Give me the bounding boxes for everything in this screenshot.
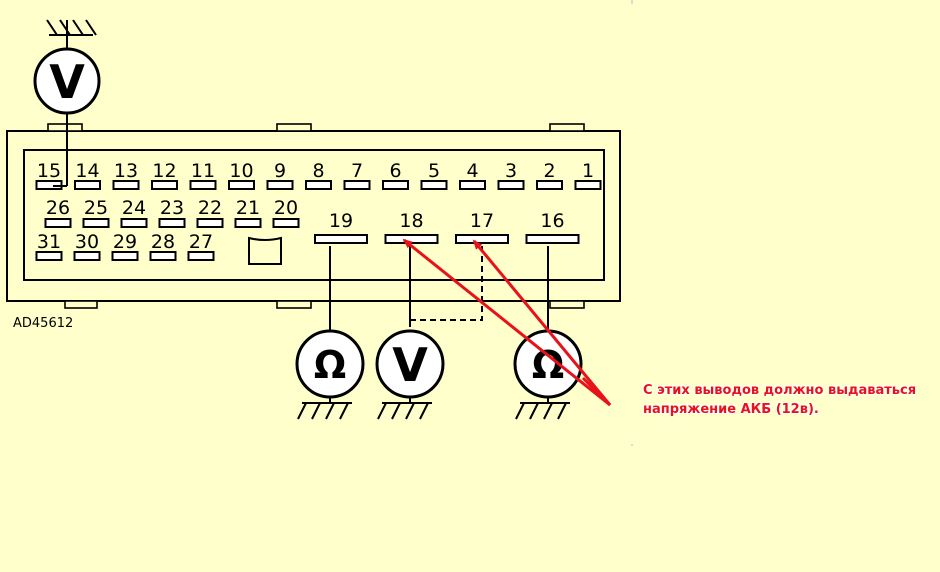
pin-slot xyxy=(44,218,72,228)
pin-slot xyxy=(536,180,563,190)
latch-tab xyxy=(276,300,312,309)
pin-slot xyxy=(384,234,439,244)
pin-label: 11 xyxy=(191,160,215,182)
connector-body xyxy=(6,123,621,309)
pin-slot xyxy=(525,234,580,244)
pin-slot xyxy=(382,180,409,190)
latch-tab xyxy=(276,123,312,132)
pin-row-3: 31 30 29 28 27 xyxy=(35,231,215,261)
pin-label: 8 xyxy=(312,160,324,182)
pin-label: 22 xyxy=(198,197,222,219)
pin-slot xyxy=(497,180,525,190)
pin-slot xyxy=(158,218,186,228)
pin-slot xyxy=(189,180,217,190)
meter-glyph: V xyxy=(49,55,85,109)
annotation-arrows xyxy=(402,238,612,407)
pin-slot xyxy=(73,251,101,261)
pin-slot xyxy=(314,234,368,244)
meter-glyph: V xyxy=(392,338,428,392)
pin-label: 27 xyxy=(189,231,213,253)
wires xyxy=(53,112,549,332)
pin-label: 18 xyxy=(399,210,423,232)
pin-slot xyxy=(343,180,371,190)
voltmeter-icon xyxy=(33,47,101,115)
latch-tab xyxy=(549,300,585,309)
pin-slot xyxy=(120,218,148,228)
pin-slot xyxy=(149,251,177,261)
latch-tab xyxy=(64,300,98,309)
pin-label: 12 xyxy=(152,160,176,182)
pin-slot xyxy=(455,234,509,244)
pin-label: 28 xyxy=(151,231,175,253)
pin-slot xyxy=(272,218,300,228)
pin-label: 24 xyxy=(122,197,146,219)
pin-label: 3 xyxy=(505,160,517,182)
pin-slot xyxy=(420,180,448,190)
pin-slot xyxy=(35,251,63,261)
pin-label: 13 xyxy=(114,160,138,182)
annotation-line-2: напряжение АКБ (12в). xyxy=(643,402,819,417)
pin-label: 16 xyxy=(540,210,564,232)
pin-row-large: 19 18 17 16 xyxy=(314,210,580,244)
pin-label: 26 xyxy=(46,197,70,219)
wire-pin17-dashed xyxy=(410,246,483,321)
diagram-code: AD45612 xyxy=(13,316,73,331)
pin-label: 25 xyxy=(84,197,108,219)
pin-slot xyxy=(228,180,255,190)
pin-slot xyxy=(459,180,486,190)
pin-slot xyxy=(196,218,224,228)
pin-label: 2 xyxy=(543,160,555,182)
pin-slot xyxy=(111,251,139,261)
latch-tab xyxy=(47,123,83,132)
annotation-line-1: С этих выводов должно выдаваться xyxy=(643,383,917,398)
pin-label: 1 xyxy=(582,160,594,182)
meter-glyph: Ω xyxy=(314,343,346,387)
latch-tab xyxy=(549,123,585,132)
pin-row-1: 15 14 13 12 11 10 9 8 7 6 5 4 3 2 1 xyxy=(35,160,602,190)
pin-label: 31 xyxy=(37,231,61,253)
pin-slot xyxy=(151,180,178,190)
pin-label: 19 xyxy=(329,210,353,232)
key-slot xyxy=(248,236,282,265)
bottom-meter: Ω xyxy=(295,329,365,420)
bottom-meter: V xyxy=(375,329,445,420)
pin-label: 15 xyxy=(37,160,61,182)
pin-label: 9 xyxy=(274,160,286,182)
pin-slot xyxy=(305,180,332,190)
pin-label: 10 xyxy=(229,160,253,182)
top-voltmeter: V xyxy=(33,19,101,115)
arrow-to-pin17 xyxy=(472,239,612,406)
pin-slot xyxy=(187,251,215,261)
pin-label: 6 xyxy=(389,160,401,182)
pin-label: 4 xyxy=(466,160,478,182)
pin-label: 7 xyxy=(351,160,363,182)
pin-label: 29 xyxy=(113,231,137,253)
pin-slot xyxy=(112,180,140,190)
pin-label: 23 xyxy=(160,197,184,219)
pin-label: 21 xyxy=(236,197,260,219)
pin-label: 14 xyxy=(75,160,99,182)
pin-slot xyxy=(234,218,262,228)
pin-label: 30 xyxy=(75,231,99,253)
pin-slot xyxy=(74,180,101,190)
annotation-note: С этих выводов должно выдаваться напряже… xyxy=(643,381,933,419)
arrow-tail xyxy=(581,376,612,407)
pin-label: 20 xyxy=(274,197,298,219)
pin-row-2: 26 25 24 23 22 21 20 xyxy=(44,197,300,228)
arrow-to-pin18 xyxy=(402,238,611,407)
pin-slot xyxy=(266,180,294,190)
pin-label: 5 xyxy=(428,160,440,182)
pin-label: 17 xyxy=(470,210,494,232)
pin-slot xyxy=(82,218,110,228)
pin-slot xyxy=(574,180,602,190)
